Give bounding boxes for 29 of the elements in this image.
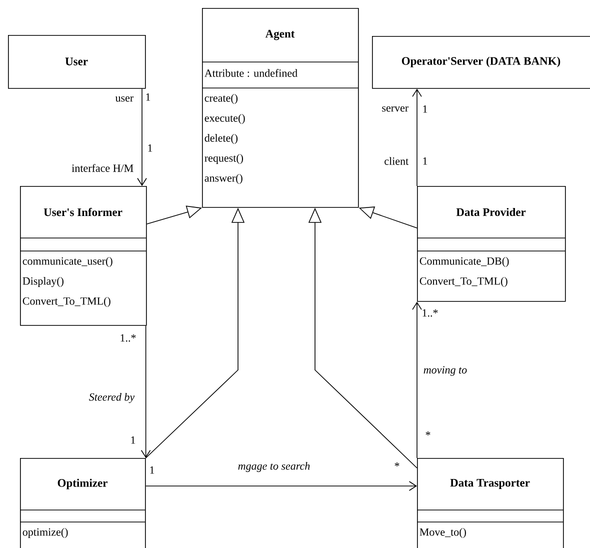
multiplicity-label: 1 — [423, 157, 428, 165]
role-label: server — [382, 106, 408, 112]
multiplicity-label: 1..* — [422, 309, 438, 317]
class-box: Data Trasporter Move_to() — [416, 458, 564, 548]
role-label: client — [384, 157, 409, 165]
association-arrow — [412, 88, 422, 186]
edge-label: moving to — [422, 365, 468, 377]
multiplicity-label: 1 — [423, 105, 428, 113]
class-box: Optimizer optimize() — [20, 458, 146, 548]
class-box: Agent Attribute : undefined create() execute() delete() request() answer() — [202, 8, 359, 208]
class-box: User — [8, 35, 146, 89]
role-label: user — [115, 96, 134, 102]
multiplicity-label: 1 — [148, 144, 152, 152]
role-label: interface H/M — [72, 164, 134, 172]
class-box: User's Informer communicate_user() Display() Convert_To_TML() — [20, 186, 147, 326]
class-box: Data Provider Communicate_DB() Convert_To_TML() — [416, 186, 566, 302]
edge-label: mgage to search — [236, 461, 312, 473]
multiplicity-label: 1 — [131, 436, 136, 444]
multiplicity-label: 1 — [150, 466, 154, 474]
edge-label: Steered by — [88, 392, 136, 404]
multiplicity-label: 1..* — [120, 334, 136, 342]
class-box: Operator'Server (DATA BANK) — [372, 36, 590, 89]
association-arrow — [412, 302, 422, 458]
association-arrow — [137, 88, 147, 186]
association-arrow — [145, 481, 417, 491]
multiplicity-label: 1 — [146, 93, 150, 101]
multiplicity-label: * — [426, 431, 430, 436]
association-arrow — [140, 325, 151, 458]
multiplicity-label: * — [394, 462, 400, 466]
